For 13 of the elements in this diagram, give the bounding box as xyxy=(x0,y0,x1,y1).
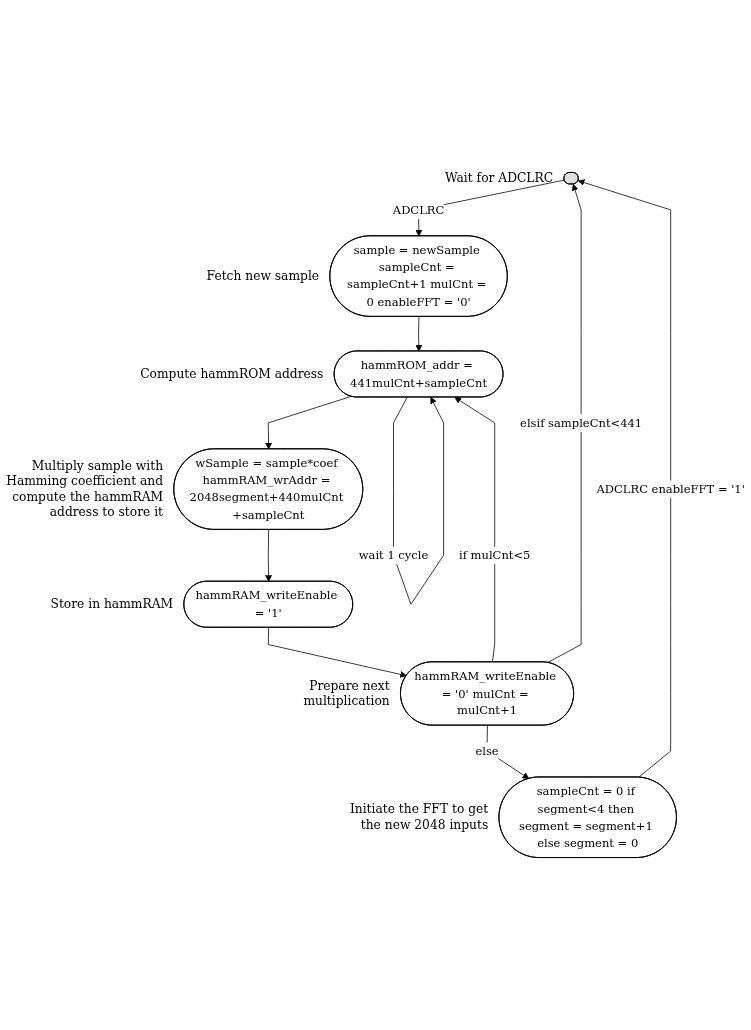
edge-label: elsif sampleCnt<441 xyxy=(520,415,643,430)
state-name: Multiply sample with Hamming coefficient and compute the hammRAM address to store it xyxy=(6,458,164,519)
edge-label: ADCLRC xyxy=(392,202,445,217)
state-name: Wait for ADCLRC xyxy=(445,171,554,186)
state-name: Compute hammROM address xyxy=(140,366,324,381)
state-name: Fetch new sample xyxy=(206,268,320,283)
state-name: Prepare next multiplication xyxy=(303,678,390,708)
state-name: Store in hammRAM xyxy=(50,597,174,612)
edge-label: else xyxy=(475,743,499,758)
edge-label: ADCLRC enableFFT = '1' xyxy=(596,481,745,496)
edge-label: if mulCnt<5 xyxy=(458,548,531,563)
state-name: Initiate the FFT to get the new 2048 inputs xyxy=(349,802,489,832)
edge-label: wait 1 cycle xyxy=(358,548,429,563)
